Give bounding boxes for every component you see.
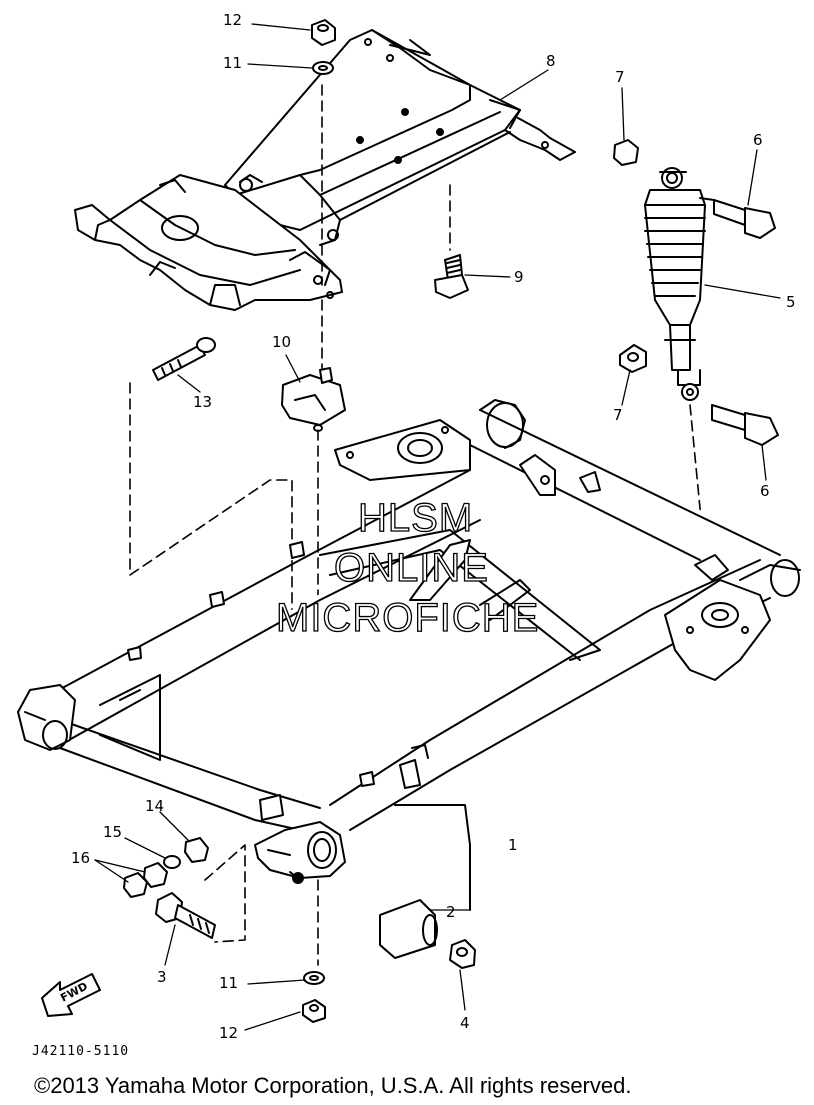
pivot-bushing-assembly: [254, 794, 438, 959]
callout-15: 15: [103, 823, 123, 841]
callout-14: 14: [145, 797, 165, 815]
frame-bracket-assembly: [224, 29, 576, 246]
copyright-notice: ©2013 Yamaha Motor Corporation, U.S.A. A…: [34, 1073, 632, 1098]
rear-arm-frame: [17, 399, 801, 911]
callout-6-top: 6: [753, 131, 763, 149]
callout-5: 5: [786, 293, 796, 311]
callout-1: 1: [508, 836, 518, 854]
shock-absorber: [644, 167, 706, 401]
callout-6-bottom: 6: [760, 482, 770, 500]
callout-10: 10: [272, 333, 292, 351]
callout-16: 16: [71, 849, 91, 867]
skid-plate-tray: [74, 174, 343, 311]
fwd-arrow-icon: FWD: [41, 973, 101, 1017]
callout-12-bottom: 12: [219, 1024, 239, 1042]
callout-8: 8: [546, 52, 556, 70]
callout-2: 2: [446, 903, 456, 921]
callout-12-top: 12: [223, 11, 243, 29]
watermark-line-3: MICROFICHE: [275, 596, 540, 640]
watermark-line-2: ONLINE: [333, 546, 489, 590]
watermark-line-1: HLSM: [357, 496, 474, 540]
callout-3: 3: [157, 968, 167, 986]
hardware-parts: [123, 19, 779, 1023]
callout-11-bottom: 11: [219, 974, 239, 992]
callout-7-top: 7: [615, 68, 625, 86]
callout-11-top: 11: [223, 54, 243, 72]
callout-13: 13: [193, 393, 213, 411]
callout-9: 9: [514, 268, 524, 286]
drawing-code: J42110-5110: [32, 1044, 130, 1059]
callout-4: 4: [460, 1014, 470, 1032]
callout-leaders: [94, 23, 781, 1031]
callout-7-bottom: 7: [613, 406, 623, 424]
